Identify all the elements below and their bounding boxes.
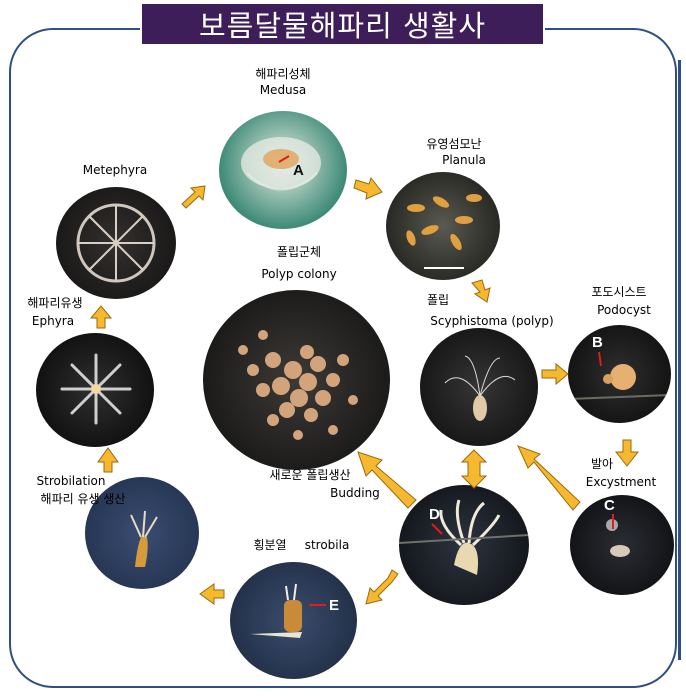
excystment-label-ko: 발아 (590, 457, 614, 471)
arrow-strobila-to-strobilation (199, 583, 225, 605)
strobilation-label-ko: 해파리 유생 생산 (40, 492, 126, 506)
ephyra-illustration (60, 353, 132, 425)
scyphistoma-illustration (444, 355, 516, 421)
medusa-photo (219, 111, 347, 229)
marker-c: C (604, 497, 615, 514)
strobila-label-ko: 횡분열 (253, 538, 287, 552)
planula-illustration (406, 194, 482, 269)
strobila-illustration (250, 583, 302, 638)
scyphistoma-photo (420, 328, 538, 446)
arrow-scyphistoma-budding (460, 449, 488, 489)
podocyst-illustration (568, 364, 671, 400)
arrow-strobilation-to-ephyra (97, 447, 119, 473)
medusa-illustration (241, 137, 321, 191)
arrow-planula-to-scyphistoma (471, 279, 491, 303)
scyphistoma-label-en: Scyphistoma (polyp) (430, 314, 554, 328)
pointer-a (278, 155, 290, 163)
arrow-budding-to-strobila (365, 569, 399, 605)
planula-label-en: Planula (442, 153, 486, 167)
budding-photo (399, 485, 529, 605)
marker-d: D (429, 506, 440, 523)
podocyst-label-ko: 포도시스트 (591, 285, 647, 299)
strobila-photo (230, 562, 357, 679)
arrow-scyphistoma-to-podocyst (541, 362, 569, 386)
budding-label-en: Budding (330, 486, 380, 500)
medusa-label-en: Medusa (259, 83, 307, 97)
planula-label-ko: 유영섬모난 (426, 137, 482, 151)
polyp-colony-photo (203, 290, 390, 470)
arrow-podocyst-to-excystment (614, 439, 640, 467)
planula-photo (386, 172, 500, 280)
arrow-budding-to-colony (357, 451, 417, 509)
metephyra-photo (56, 187, 176, 299)
pointer-d (431, 523, 443, 535)
side-rule (678, 60, 681, 660)
polyp-colony-label-ko: 폴립군체 (276, 245, 322, 259)
marker-e: E (329, 597, 340, 614)
scyphistoma-label-ko: 폴립 (426, 293, 450, 307)
metephyra-label: Metephyra (82, 163, 148, 177)
metephyra-illustration (76, 203, 156, 283)
arrow-medusa-to-planula (353, 176, 383, 200)
ephyra-label-ko: 해파리유생 (27, 296, 83, 310)
strobilation-illustration (130, 510, 158, 567)
strobila-label-en: strobila (304, 538, 350, 552)
budding-illustration (399, 499, 529, 575)
podocyst-label-en: Podocyst (597, 303, 651, 317)
polyp-colony-label-en: Polyp colony (261, 267, 337, 281)
excystment-photo (570, 495, 674, 595)
arrow-metephyra-to-medusa (181, 185, 206, 209)
marker-b: B (592, 334, 603, 351)
ephyra-photo (36, 333, 154, 447)
pointer-b (598, 351, 602, 367)
strobilation-photo (85, 477, 199, 589)
diagram-title: 보름달물해파리 생활사 (140, 2, 545, 46)
budding-label-ko: 새로운 폴립생산 (269, 468, 351, 482)
excystment-label-en: Excystment (585, 475, 657, 489)
ephyra-label-en: Ephyra (31, 314, 75, 328)
strobilation-label-en: Strobilation (36, 474, 106, 488)
marker-a: A (293, 162, 304, 179)
polyp-colony-illustration (238, 330, 358, 440)
podocyst-photo (568, 325, 671, 423)
medusa-label-ko: 해파리성체 (255, 67, 311, 81)
arrow-ephyra-to-metephyra (89, 305, 113, 329)
arrow-excystment-to-scyphistoma (517, 445, 581, 511)
